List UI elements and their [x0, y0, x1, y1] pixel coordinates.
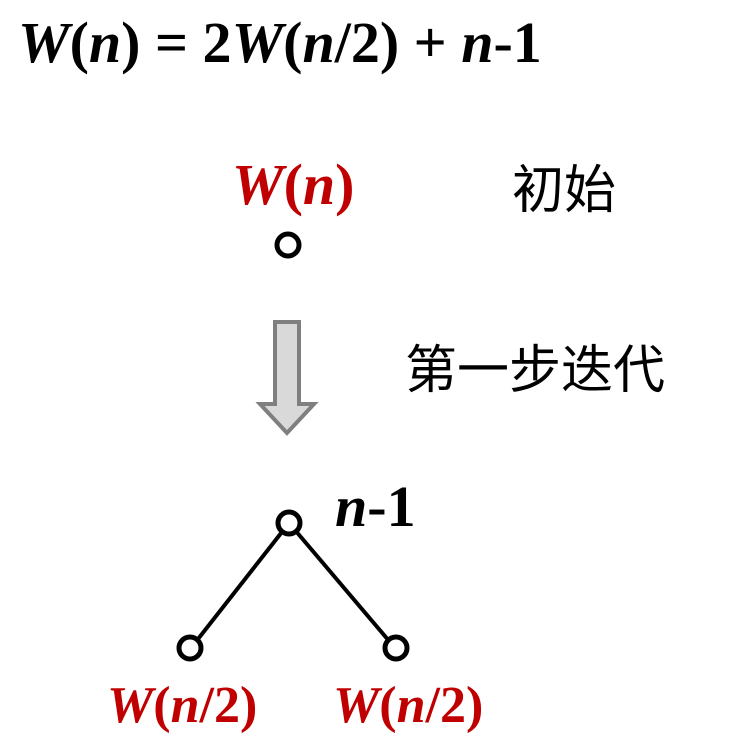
cost-node	[275, 509, 303, 537]
right-child-node	[382, 634, 410, 662]
root-node	[274, 231, 302, 259]
left-edge	[189, 521, 291, 650]
root-node-label: W(n)	[232, 152, 355, 217]
right-child-label: W(n/2)	[333, 677, 484, 734]
left-child-label: W(n/2)	[107, 677, 258, 734]
node-cost-label: n-1	[335, 474, 416, 539]
down-arrow-icon	[255, 320, 319, 436]
first-iteration-label: 第一步迭代	[405, 341, 666, 401]
recurrence-equation: W(n) = 2W(n/2) + n-1	[18, 10, 542, 75]
left-child-node	[176, 634, 204, 662]
right-edge	[287, 521, 397, 650]
initial-step-label: 初始	[512, 161, 617, 221]
